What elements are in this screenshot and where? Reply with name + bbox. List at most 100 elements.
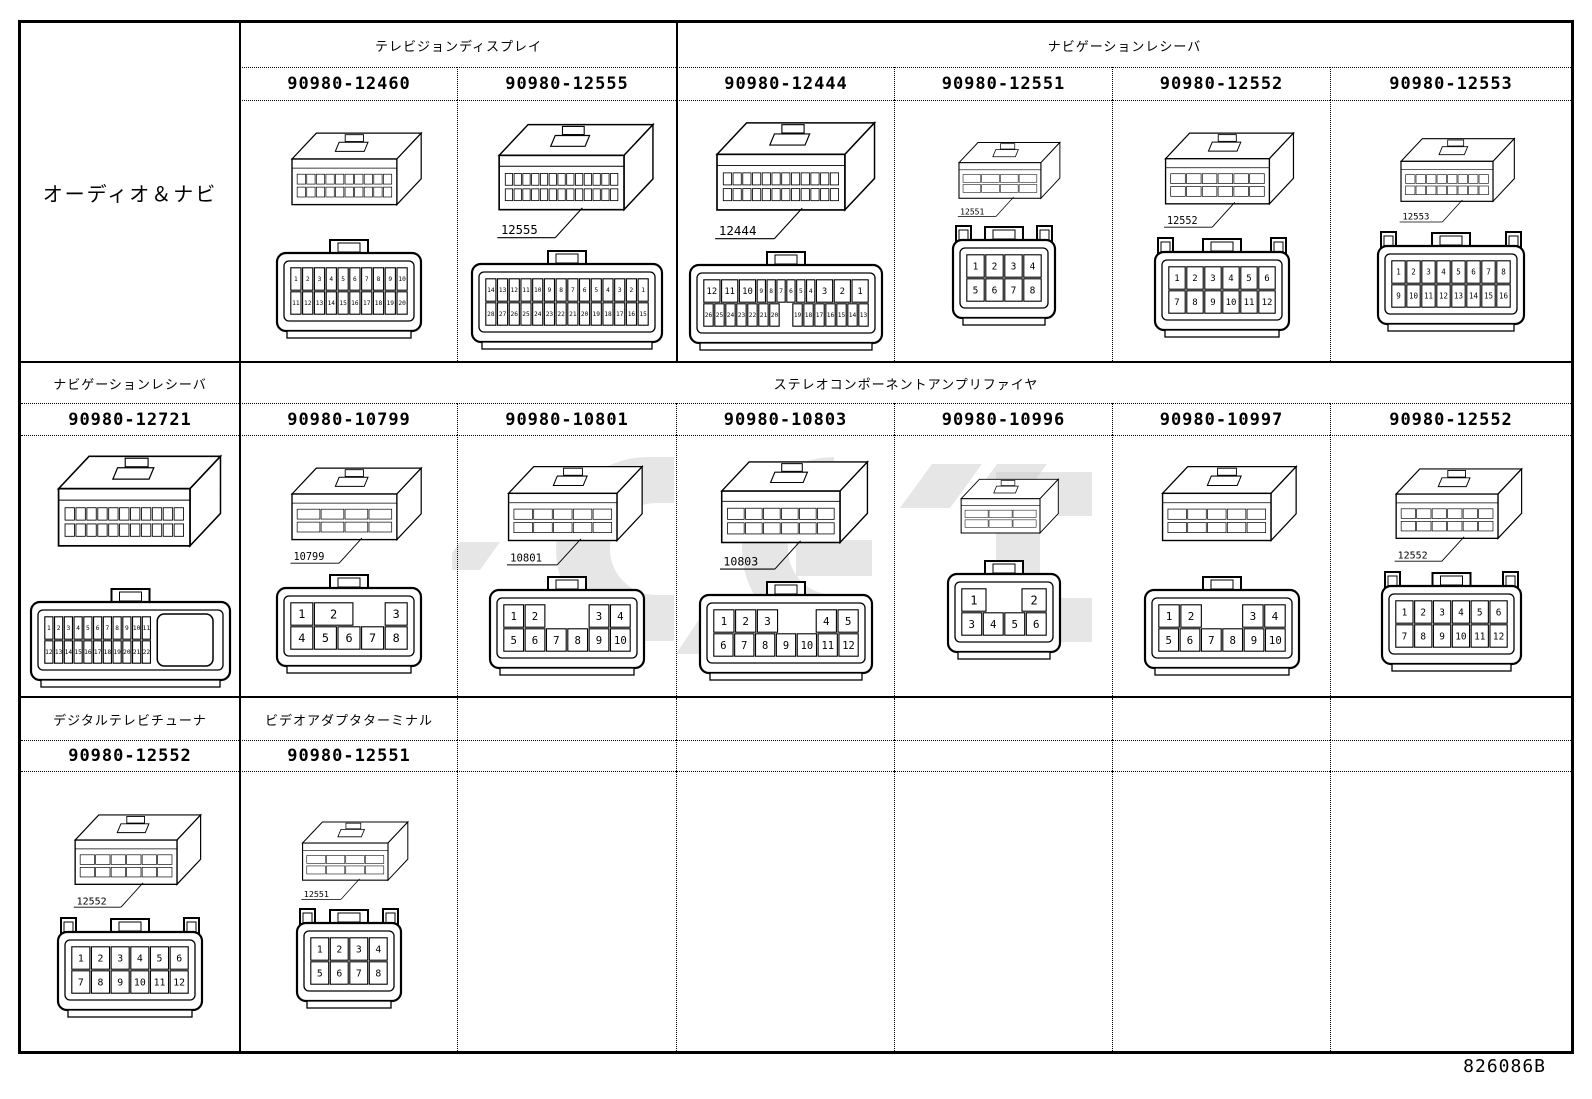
svg-text:5: 5 (341, 276, 345, 283)
svg-text:13: 13 (316, 300, 324, 307)
svg-text:28: 28 (487, 311, 495, 318)
svg-text:2: 2 (742, 615, 749, 628)
svg-text:9: 9 (1439, 631, 1445, 642)
svg-text:1: 1 (294, 276, 298, 283)
svg-text:6: 6 (1186, 633, 1192, 646)
svg-text:2: 2 (532, 609, 538, 622)
svg-text:7: 7 (1401, 631, 1407, 642)
group-header: ステレオコンポーネントアンプリファイヤ (239, 363, 1571, 403)
svg-text:7: 7 (369, 631, 376, 645)
svg-text:7: 7 (779, 288, 783, 295)
connector-iso-view: 12552 (1163, 131, 1295, 228)
svg-text:7: 7 (365, 276, 369, 283)
svg-text:10: 10 (1225, 298, 1236, 308)
svg-text:15: 15 (74, 649, 82, 656)
part-number-cell (676, 740, 894, 771)
callout-label: 10799 (294, 551, 325, 563)
svg-text:9: 9 (1210, 298, 1215, 308)
svg-text:4: 4 (1271, 609, 1278, 622)
svg-text:3: 3 (393, 607, 400, 621)
svg-text:10: 10 (1409, 291, 1419, 300)
svg-text:17: 17 (93, 649, 101, 656)
svg-text:5: 5 (317, 968, 323, 979)
part-number-cell: 90980-10799 (239, 403, 457, 435)
connector-cell (676, 771, 894, 1051)
svg-text:13: 13 (1454, 291, 1463, 300)
svg-text:3: 3 (117, 953, 123, 964)
svg-text:6: 6 (583, 287, 587, 294)
part-number-cell (894, 740, 1112, 771)
svg-text:5: 5 (86, 625, 90, 632)
svg-text:7: 7 (741, 640, 747, 652)
svg-text:3: 3 (618, 287, 622, 294)
svg-text:24: 24 (727, 312, 735, 319)
svg-text:17: 17 (616, 311, 624, 318)
svg-text:5: 5 (844, 615, 851, 628)
part-number-cell (1112, 740, 1330, 771)
svg-text:3: 3 (1249, 609, 1256, 622)
svg-text:13: 13 (499, 287, 507, 294)
footer-code: 826086B (1463, 1056, 1546, 1077)
connector-cell (1330, 771, 1571, 1051)
svg-text:1: 1 (47, 625, 51, 632)
svg-text:15: 15 (639, 311, 647, 318)
svg-text:6: 6 (1264, 274, 1269, 284)
svg-text:8: 8 (1229, 633, 1235, 646)
svg-text:20: 20 (771, 312, 779, 319)
group-header: ビデオアダプタターミナル (239, 698, 457, 740)
svg-text:15: 15 (838, 312, 846, 319)
svg-text:11: 11 (522, 287, 530, 294)
callout-label: 12555 (501, 223, 538, 237)
svg-text:5: 5 (972, 285, 978, 296)
connector-iso-view: 12552 (1394, 467, 1523, 562)
svg-text:9: 9 (117, 977, 123, 988)
svg-text:3: 3 (596, 609, 602, 622)
svg-text:13: 13 (860, 312, 868, 319)
callout-label: 12551 (960, 207, 984, 216)
svg-text:25: 25 (716, 312, 724, 319)
part-number-cell: 90980-12552 (1112, 67, 1330, 100)
svg-text:9: 9 (1250, 633, 1256, 646)
part-number-cell (1330, 740, 1571, 771)
svg-text:15: 15 (1484, 291, 1493, 300)
svg-text:5: 5 (1165, 633, 1171, 646)
connector-iso-view (1161, 464, 1298, 542)
svg-text:6: 6 (1495, 607, 1501, 618)
svg-text:9: 9 (1396, 291, 1401, 300)
svg-text:18: 18 (103, 649, 111, 656)
svg-text:12: 12 (173, 977, 185, 988)
svg-text:7: 7 (105, 625, 109, 632)
svg-text:4: 4 (76, 625, 80, 632)
svg-text:8: 8 (559, 287, 563, 294)
callout-label: 12552 (1167, 216, 1198, 227)
svg-text:18: 18 (375, 300, 383, 307)
svg-text:6: 6 (720, 640, 726, 652)
svg-text:9: 9 (125, 625, 129, 632)
svg-text:11: 11 (1243, 298, 1254, 308)
svg-text:8: 8 (769, 288, 773, 295)
svg-text:12: 12 (1492, 631, 1503, 642)
svg-text:2: 2 (1411, 267, 1416, 276)
part-number-cell: 90980-12551 (894, 67, 1112, 100)
group-header (1330, 698, 1571, 740)
svg-text:8: 8 (98, 977, 104, 988)
svg-text:3: 3 (356, 944, 362, 955)
connector-iso-view (959, 477, 1059, 534)
svg-text:19: 19 (113, 649, 121, 656)
svg-text:20: 20 (123, 649, 131, 656)
svg-text:12: 12 (304, 300, 312, 307)
connector-iso-view: 12444 (714, 120, 876, 240)
svg-text:1: 1 (78, 953, 84, 964)
svg-text:2: 2 (1030, 593, 1037, 607)
svg-text:26: 26 (705, 312, 713, 319)
svg-text:21: 21 (132, 649, 140, 656)
part-number-cell: 90980-12552 (21, 740, 239, 771)
svg-text:27: 27 (499, 311, 507, 318)
svg-text:14: 14 (64, 649, 72, 656)
svg-text:18: 18 (604, 311, 612, 318)
svg-text:4: 4 (617, 609, 623, 622)
